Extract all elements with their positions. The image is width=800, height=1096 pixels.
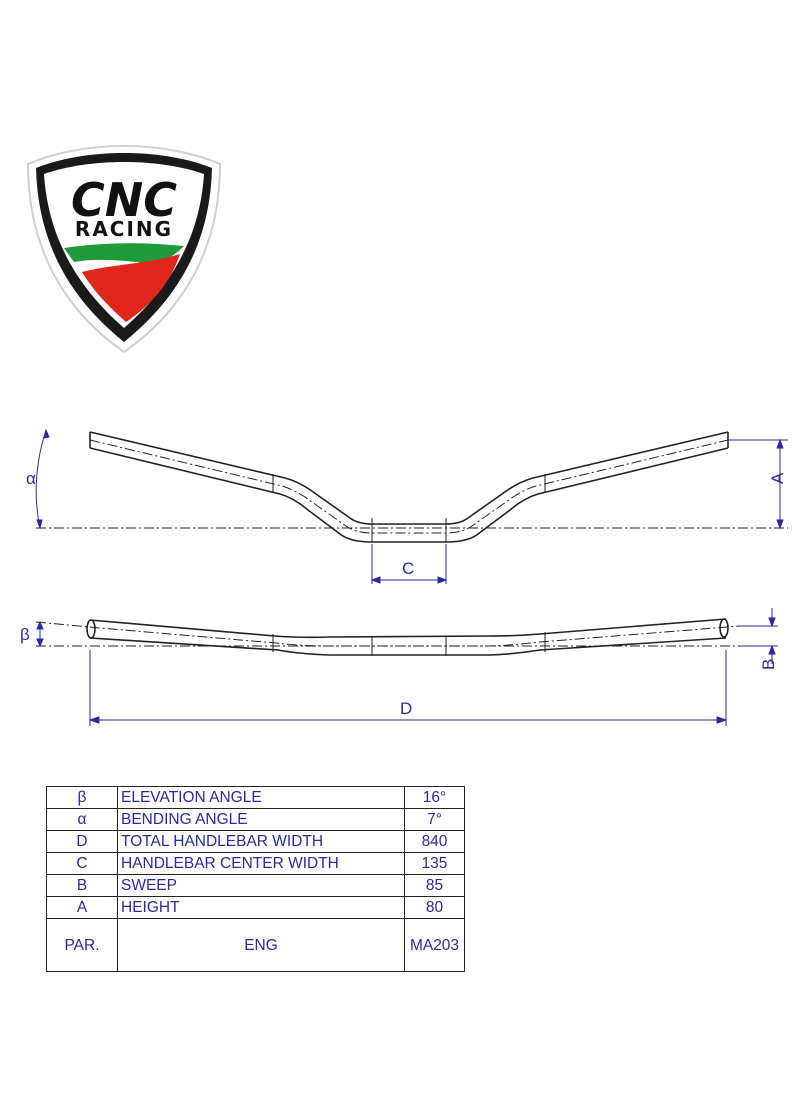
table-row: C HANDLEBAR CENTER WIDTH 135 — [46, 852, 465, 875]
row-symbol: α — [46, 808, 118, 831]
row-parameter: BENDING ANGLE — [117, 808, 405, 831]
logo-green-stripe — [64, 243, 184, 264]
top-view-dimensions — [35, 428, 788, 584]
row-symbol: B — [46, 874, 118, 897]
table-footer-row: PAR. ENG MA203 — [46, 918, 465, 972]
dimension-b-label: B — [759, 659, 778, 670]
row-value: 16° — [404, 786, 465, 809]
side-view-centerlines — [35, 621, 741, 647]
handlebar-drawing: α A C β B D — [20, 428, 788, 726]
dimension-c-label: C — [402, 559, 414, 578]
row-parameter: TOTAL HANDLEBAR WIDTH — [117, 830, 405, 853]
specification-table: β ELEVATION ANGLE 16° α BENDING ANGLE 7°… — [46, 786, 465, 972]
row-parameter: SWEEP — [117, 874, 405, 897]
table-row: α BENDING ANGLE 7° — [46, 808, 465, 831]
row-symbol: D — [46, 830, 118, 853]
row-value: 135 — [404, 852, 465, 875]
handlebar-side-view — [86, 618, 729, 656]
table-row: A HEIGHT 80 — [46, 896, 465, 919]
footer-value: MA203 — [404, 918, 465, 972]
table-row: B SWEEP 85 — [46, 874, 465, 897]
cnc-racing-logo: CNC RACING — [26, 145, 222, 354]
table-row: β ELEVATION ANGLE 16° — [46, 786, 465, 809]
row-symbol: A — [46, 896, 118, 919]
row-parameter: HANDLEBAR CENTER WIDTH — [117, 852, 405, 875]
row-value: 840 — [404, 830, 465, 853]
top-view-centerlines — [36, 439, 788, 534]
logo-cnc-text: CNC — [71, 173, 177, 227]
dimension-alpha-label: α — [26, 469, 36, 488]
footer-parameter: ENG — [117, 918, 405, 972]
dimension-a-label: A — [768, 472, 787, 484]
logo-red-stripe — [82, 254, 180, 322]
dimension-beta-label: β — [20, 625, 30, 644]
row-value: 80 — [404, 896, 465, 919]
side-view-dimensions — [36, 608, 778, 726]
row-parameter: ELEVATION ANGLE — [117, 786, 405, 809]
footer-symbol: PAR. — [46, 918, 118, 972]
row-symbol: β — [46, 786, 118, 809]
handlebar-top-view — [89, 431, 729, 543]
table-row: D TOTAL HANDLEBAR WIDTH 840 — [46, 830, 465, 853]
row-value: 7° — [404, 808, 465, 831]
row-symbol: C — [46, 852, 118, 875]
dimension-d-label: D — [400, 699, 412, 718]
row-value: 85 — [404, 874, 465, 897]
logo-racing-text: RACING — [75, 217, 173, 241]
row-parameter: HEIGHT — [117, 896, 405, 919]
